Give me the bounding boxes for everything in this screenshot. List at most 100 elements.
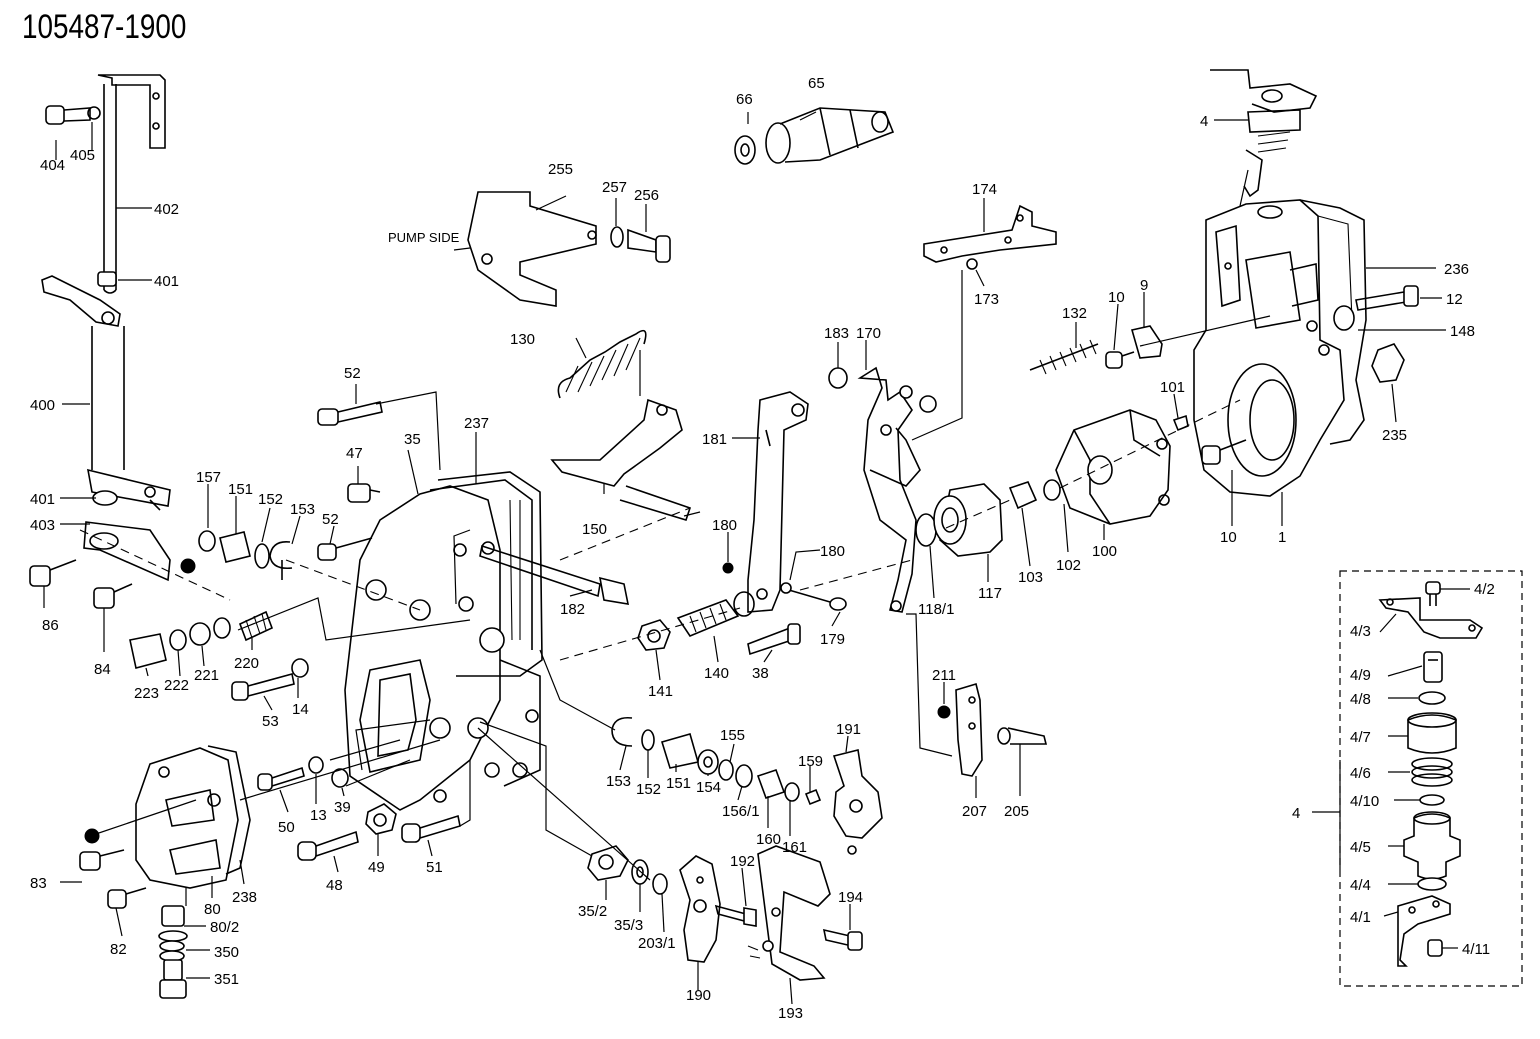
washer-66 [734, 135, 756, 165]
part-label: 220 [234, 655, 259, 672]
part-label: 47 [346, 445, 363, 462]
nut-49 [365, 803, 397, 835]
part-label: 52 [322, 511, 339, 528]
part-label: 4/5 [1350, 839, 1371, 856]
part-label: 221 [194, 667, 219, 684]
lever-193 [747, 845, 831, 981]
bracket-402 [97, 74, 166, 294]
part-label: 86 [42, 617, 59, 634]
ring-152 [254, 543, 270, 569]
cover-80 [135, 747, 239, 889]
part-label: 10 [1108, 289, 1125, 306]
part-label: 9 [1140, 277, 1148, 294]
part-label: 183 [824, 325, 849, 342]
cap-4-7 [1407, 712, 1457, 754]
screw-48 [297, 830, 359, 861]
spring-35-3 [631, 859, 649, 885]
screw-82 [107, 887, 147, 909]
plate-4-1 [1397, 895, 1451, 967]
part-label: 159 [798, 753, 823, 770]
part-label: 222 [164, 677, 189, 694]
part-label: 35 [404, 431, 421, 448]
nozzle-65 [765, 107, 895, 164]
screw-47 [347, 483, 381, 503]
screw-51 [401, 814, 461, 843]
part-label: 4/2 [1474, 581, 1495, 598]
part-label: 4/10 [1350, 793, 1379, 810]
plug-80-2 [158, 905, 188, 942]
screw-4-11 [1427, 939, 1443, 957]
part-label: 82 [110, 941, 127, 958]
bearing-154 [697, 749, 719, 775]
nut-13 [308, 756, 324, 774]
part-label: 211 [932, 667, 956, 684]
part-label: 148 [1450, 323, 1475, 340]
sleeve-117 [933, 483, 1003, 557]
part-label: 160 [756, 831, 781, 848]
part-label: 401 [30, 491, 55, 508]
part-label: 49 [368, 859, 385, 876]
washer-401-lower [92, 490, 118, 506]
washer-155 [718, 759, 734, 781]
part-label: 4 [1292, 805, 1300, 822]
part-label: 156/1 [722, 803, 760, 820]
part-label: 84 [94, 661, 111, 678]
part-label: 257 [602, 179, 627, 196]
sleeve-103 [1008, 481, 1038, 510]
lever-207 [955, 682, 983, 777]
lever-400 [41, 275, 171, 511]
lever-170 [857, 366, 937, 613]
part-label: 35/3 [614, 917, 643, 934]
screw-194 [822, 928, 863, 951]
bracket-255 [467, 191, 597, 307]
spring-4-6 [1411, 757, 1453, 787]
part-label: 80 [204, 901, 221, 918]
washer-221 [189, 617, 231, 646]
lever-191 [832, 749, 883, 855]
part-label: 4/11 [1462, 941, 1490, 958]
part-label: 10 [1220, 529, 1237, 546]
part-label: 192 [730, 853, 755, 870]
part-label: 152 [258, 491, 283, 508]
labels: PUMP SIDE 404 405 402 401 400 401 403 86… [30, 75, 1495, 1022]
screw-182 [479, 544, 630, 605]
part-label: 50 [278, 819, 295, 836]
part-label: 80/2 [210, 919, 239, 936]
part-label: 179 [820, 631, 845, 648]
cap-nut-223 [129, 633, 167, 669]
part-label: 51 [426, 859, 443, 876]
part-label: 157 [196, 469, 221, 486]
spring-130 [557, 329, 647, 399]
part-label: 170 [856, 325, 881, 342]
part-label: 4/6 [1350, 765, 1371, 782]
part-label: 35/2 [578, 903, 607, 920]
part-label: 153 [290, 501, 315, 518]
part-label: 155 [720, 727, 745, 744]
washer-161 [784, 782, 800, 802]
stop-lever-4 [1210, 69, 1318, 198]
part-label: 141 [648, 683, 673, 700]
circlip-153 [269, 540, 293, 580]
part-label: 400 [30, 397, 55, 414]
housing-1 [1193, 199, 1345, 497]
washer-222 [169, 629, 187, 651]
screw-404 [45, 105, 101, 125]
part-label: 180 [712, 517, 737, 534]
screw-83 [79, 849, 125, 871]
part-label: 236 [1444, 261, 1469, 278]
lever-181 [747, 391, 809, 613]
label-leaders [43, 111, 1470, 1005]
flyweight-100 [1055, 409, 1171, 525]
part-label: 237 [464, 415, 489, 432]
part-label: 103 [1018, 569, 1043, 586]
part-label: 101 [1160, 379, 1185, 396]
part-label: 4/9 [1350, 667, 1371, 684]
part-label: 4/8 [1350, 691, 1371, 708]
part-label: 4/1 [1350, 909, 1371, 926]
bushing-151 [219, 531, 251, 563]
part-label: 14 [292, 701, 309, 718]
key-159 [804, 788, 822, 806]
part-label: 154 [696, 779, 721, 796]
part-label: 255 [548, 161, 573, 178]
part-label: 130 [510, 331, 535, 348]
